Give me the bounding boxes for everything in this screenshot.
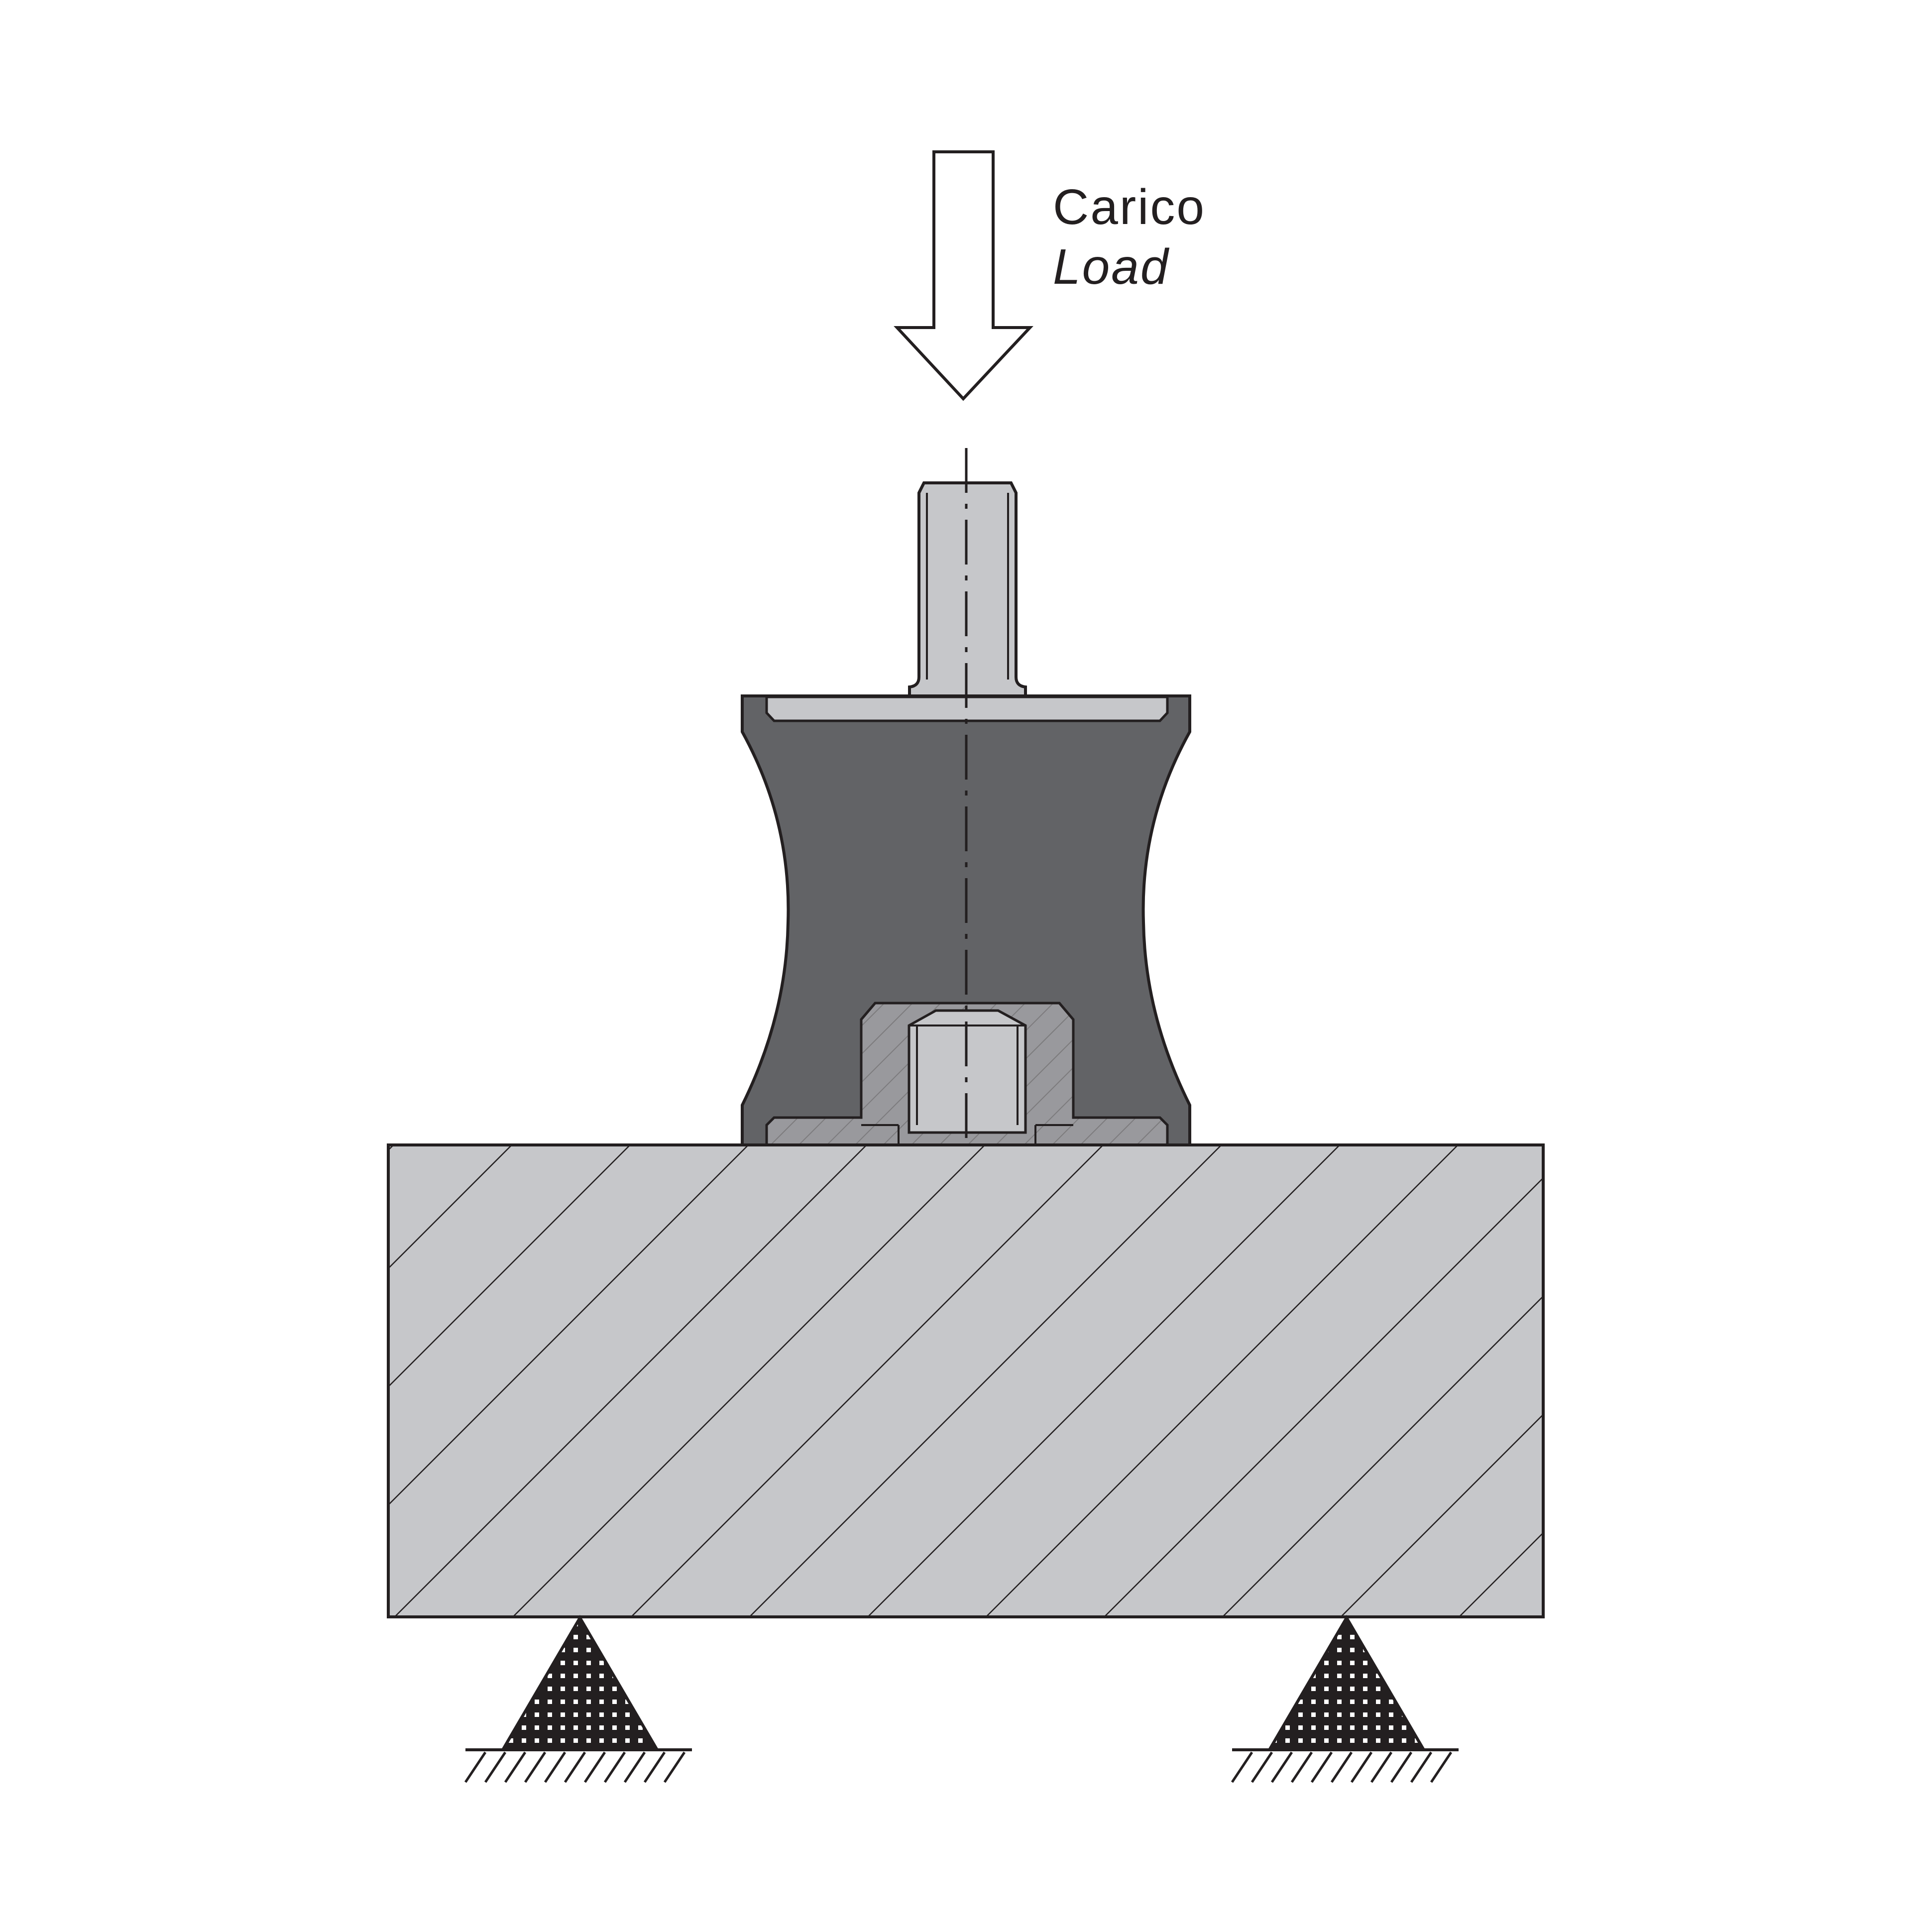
bottom-threaded-insert <box>765 1002 1169 1146</box>
load-label-italian: Carico <box>1053 179 1206 235</box>
base-block <box>387 1143 1545 1618</box>
support-left <box>464 1615 692 1783</box>
top-metal-plate <box>765 695 1169 722</box>
support-right <box>1231 1615 1459 1783</box>
triangle-support-icon <box>500 1615 660 1751</box>
triangle-support-icon <box>1266 1615 1427 1751</box>
threaded-stud <box>908 481 1027 698</box>
load-arrow <box>894 150 1033 401</box>
down-arrow-icon <box>894 150 1033 401</box>
load-label-english: Load <box>1053 239 1170 295</box>
